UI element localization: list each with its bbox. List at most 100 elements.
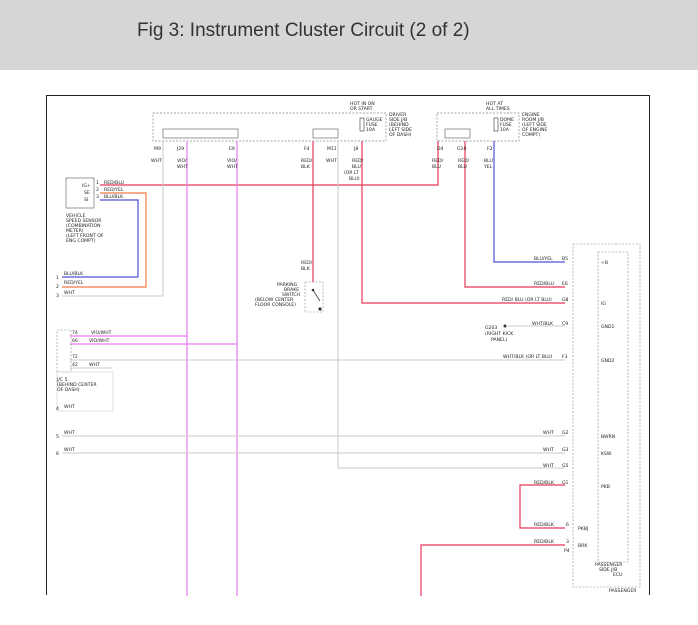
pin-m9: M9	[154, 146, 161, 152]
pin-f4: F4	[304, 146, 310, 152]
br-g5: G5	[562, 463, 569, 469]
wire-blu-yel	[493, 141, 565, 263]
ecu-pin-ig: IG	[601, 301, 606, 307]
fuse-left-desc-2: SIDE J/B	[389, 117, 407, 123]
left-row-wire-3: WHT	[64, 290, 75, 296]
jc-num-4: 4	[56, 406, 59, 412]
wire-red-blk-p4	[420, 544, 565, 596]
ecu-pin-pkb: PKB	[601, 484, 610, 490]
fuse-right-label-3: 10A	[500, 127, 510, 133]
vss-label-2: SPEED SENSOR	[66, 218, 102, 224]
rw-g203: G203	[485, 325, 497, 331]
jc-label-3: OF DASH)	[57, 387, 80, 393]
ground-icon	[503, 324, 507, 328]
ecu-pin-bwrn: BWRN	[601, 434, 615, 440]
jc-wire-2: VIO/WHT	[89, 338, 110, 344]
vss-pin-se: SE	[84, 190, 90, 196]
left-row-wire-1: BLU/BLK	[64, 271, 84, 277]
fuse-right-label-2: FUSE	[500, 122, 512, 128]
br-g2: G2	[562, 430, 569, 436]
wire-label-red-j8: RED/	[352, 158, 364, 164]
vss-wire-2: RED/YEL	[104, 187, 124, 193]
rw-g8: G8	[562, 297, 569, 303]
parking-label-2: BRAKE	[284, 287, 299, 293]
pin-j29: J29	[176, 146, 184, 152]
gauge-bus-bar	[162, 128, 239, 139]
wire-label-vio-e9: VIO/	[227, 158, 237, 164]
wire-red-blk-loop	[519, 484, 565, 529]
wire-label-blk-f4: BLK	[301, 164, 311, 170]
wire-blu-blk-vss	[62, 199, 139, 278]
br-red-blk2: RED/BLK	[534, 522, 555, 528]
rw-red-blu: RED/BLU	[534, 281, 554, 287]
br-n6b: 6	[566, 522, 569, 528]
rw-e6: E6	[562, 281, 568, 287]
parking-brake-switch-box	[304, 281, 324, 313]
jc5-label-box	[56, 371, 114, 412]
gauge-bus-bar-2	[312, 128, 339, 139]
vss-pin-igp: IG+	[82, 183, 91, 189]
jc-wire-1: VIO/WHT	[91, 330, 112, 336]
wire-label-vio: VIO/	[177, 158, 187, 164]
br-wht4: WHT	[543, 447, 554, 453]
br-wht1: WHT	[64, 430, 75, 436]
fuse-right-desc-1: ENGINE	[522, 112, 540, 118]
switch-pivot-icon	[311, 288, 315, 292]
ecu-pin-ksw: KSW	[601, 451, 612, 457]
fuse-right-desc-5: COMPT)	[522, 132, 540, 138]
switch-contact-icon	[312, 289, 321, 302]
wire-label-blu-d4: BLU	[432, 164, 441, 170]
gauge-fuse-box	[152, 112, 387, 142]
fuse-left-desc-1: DRIVER	[389, 112, 407, 118]
ecu-label-2: SIDE J/B	[599, 567, 617, 573]
parking-label-3: SWITCH	[282, 292, 300, 298]
wire-label-blu2: BLU)	[349, 176, 360, 182]
br-n6: 6	[56, 451, 59, 457]
fuse-left-hot-1: HOT IN ON	[350, 101, 375, 107]
br-wht5: WHT	[543, 463, 554, 469]
ecu-outer-box	[572, 243, 641, 588]
br-g1: G1	[562, 480, 569, 486]
fuse-left-desc-3: (BEHIND	[389, 122, 409, 128]
parking-label-1: PARKING	[277, 282, 298, 288]
wire-red-blu-d4	[362, 141, 439, 186]
dome-fuse-icon	[493, 117, 499, 132]
vss-wire-1: RED/BLU	[104, 180, 124, 186]
jc-wht: WHT	[64, 404, 75, 410]
wire-label-blu-j8: BLU	[352, 164, 361, 170]
wire-label-red-f4: RED/	[301, 158, 313, 164]
rw-red-blu2: RED/ BLU (OR LT BLU)	[502, 297, 552, 303]
gauge-fuse-icon	[359, 117, 365, 132]
parking-wire-1: RED/	[301, 260, 313, 266]
ecu-pin-brk: BRK	[578, 543, 588, 549]
jc-label-2: (BEHIND CENTER	[57, 382, 97, 388]
br-wht2: WHT	[64, 447, 75, 453]
left-row-num-3: 3	[56, 293, 59, 299]
left-row-wire-2: RED/YEL	[64, 280, 84, 286]
rw-f3: F3	[562, 354, 568, 360]
br-n5: 5	[56, 434, 59, 440]
ecu-label-3: ECU	[613, 572, 622, 578]
rw-c9: C9	[562, 321, 568, 327]
wire-label-red-g10: RED/	[458, 158, 470, 164]
vss-pin-si: SI	[84, 197, 88, 203]
ecu-pin-gnd1: GND1	[601, 324, 615, 330]
left-row-num-1: 1	[56, 275, 59, 281]
fuse-right-hot-2: ALL TIMES	[486, 106, 510, 112]
dome-bus-bar	[444, 128, 471, 139]
switch-ground-icon	[318, 307, 322, 311]
wire-red-yel-vss	[62, 192, 147, 288]
wire-wht-m9	[62, 141, 164, 297]
wire-label-wht2: WHT	[177, 164, 188, 170]
wire-label-blu-f2: BLU	[484, 158, 493, 164]
left-row-num-2: 2	[56, 284, 59, 290]
page-title: Fig 3: Instrument Cluster Circuit (2 of …	[137, 20, 470, 41]
wire-label-blu-g10: BLU	[458, 164, 467, 170]
fuse-left-hot-2: OR START	[350, 106, 373, 112]
pin-e9: E9	[229, 146, 235, 152]
wire-label-red-d4: RED/	[432, 158, 444, 164]
fuse-left-label-1: GAUGE	[366, 117, 383, 123]
pin-g10: G10	[457, 146, 466, 152]
wire-red-blu-g10	[464, 141, 565, 288]
diagram-frame	[46, 95, 650, 595]
